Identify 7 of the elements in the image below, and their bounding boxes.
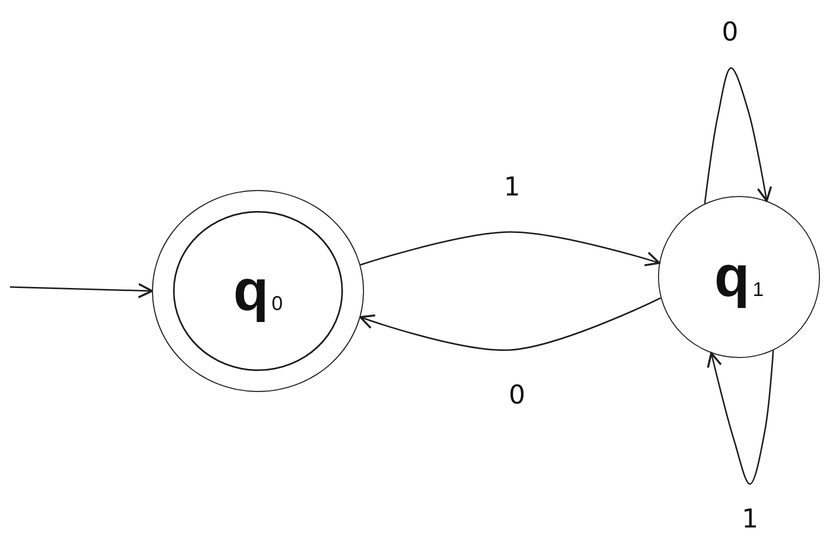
state-circle <box>658 196 820 358</box>
self-loop-arrow <box>704 67 772 204</box>
self-loop-arrow <box>706 350 774 485</box>
transition-arrow <box>359 297 662 351</box>
transition-arrow <box>360 231 660 266</box>
start-arrow <box>10 282 153 298</box>
accepting-state-circle <box>152 190 364 392</box>
